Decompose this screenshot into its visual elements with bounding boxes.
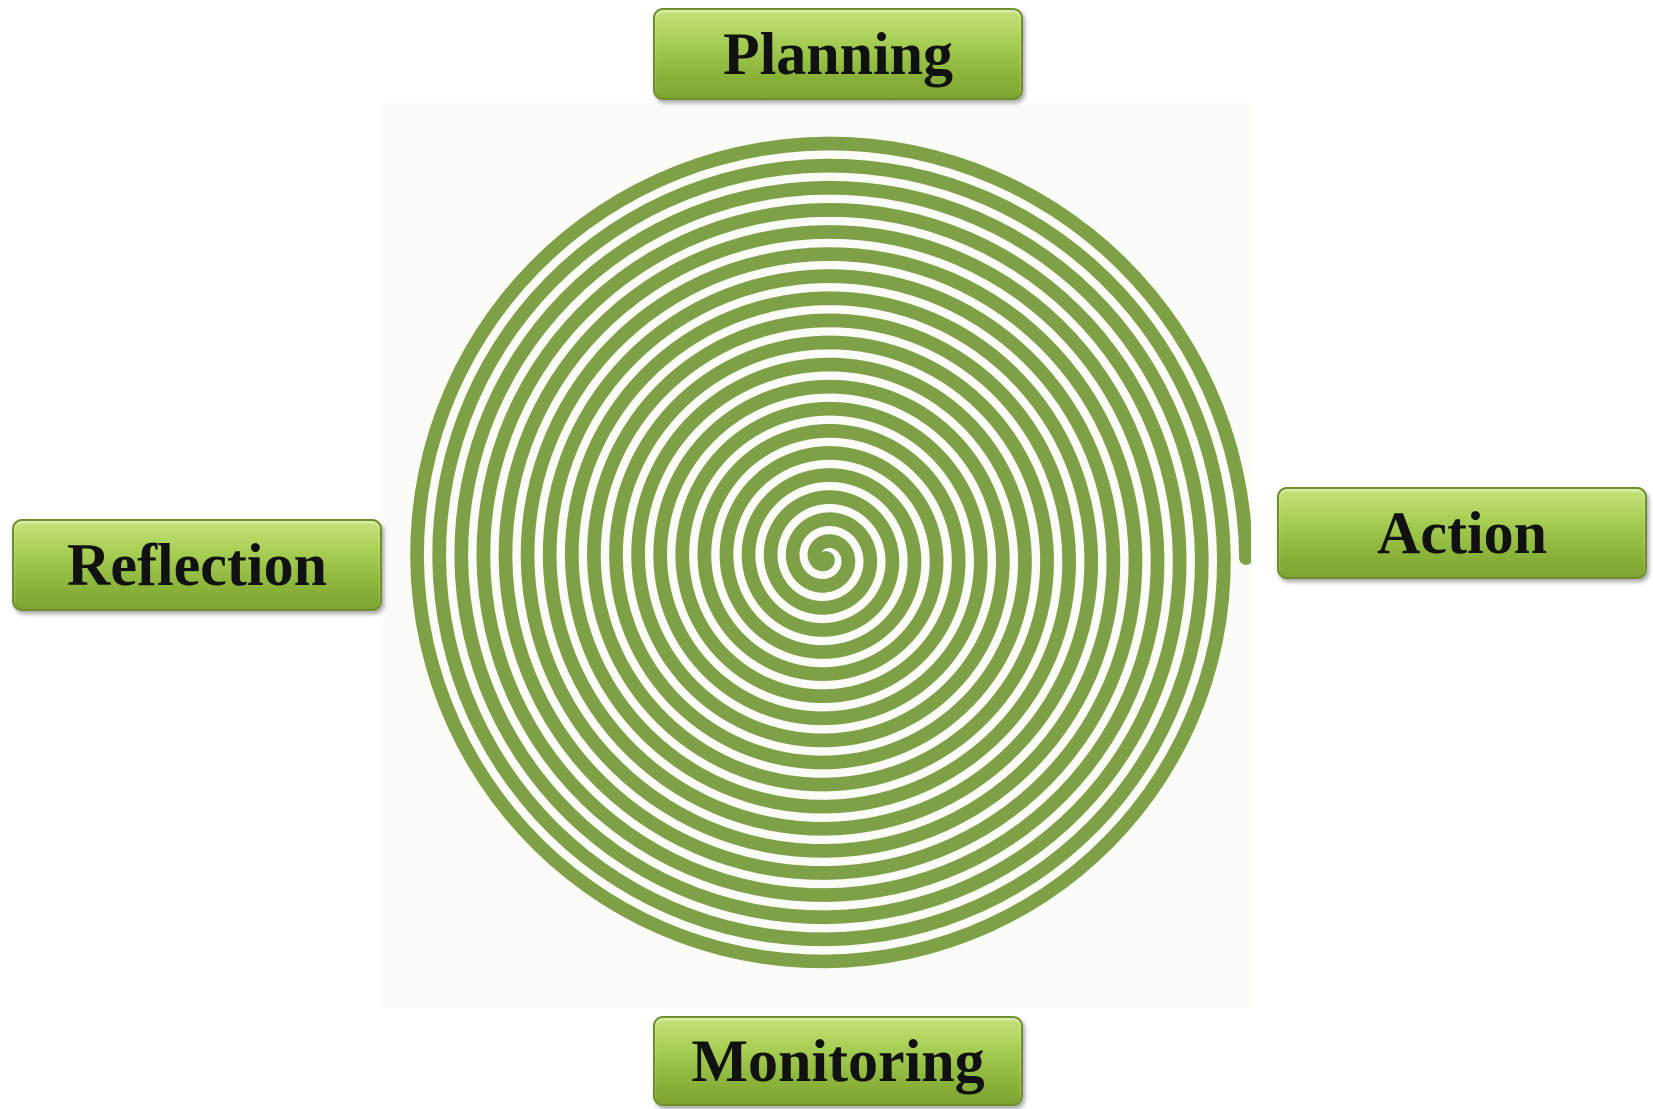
stage-label-action: Action (1377, 500, 1547, 566)
stage-box-action: Action (1277, 487, 1647, 579)
stage-box-planning: Planning (653, 8, 1023, 100)
spiral-icon (410, 136, 1251, 969)
stage-label-planning: Planning (722, 21, 954, 87)
stage-label-monitoring: Monitoring (691, 1028, 985, 1094)
spiral-band (410, 136, 1251, 969)
stage-label-reflection: Reflection (67, 532, 327, 598)
stage-box-monitoring: Monitoring (653, 1016, 1023, 1106)
spiral-diagram (381, 103, 1251, 1008)
stage-box-reflection: Reflection (12, 519, 382, 611)
